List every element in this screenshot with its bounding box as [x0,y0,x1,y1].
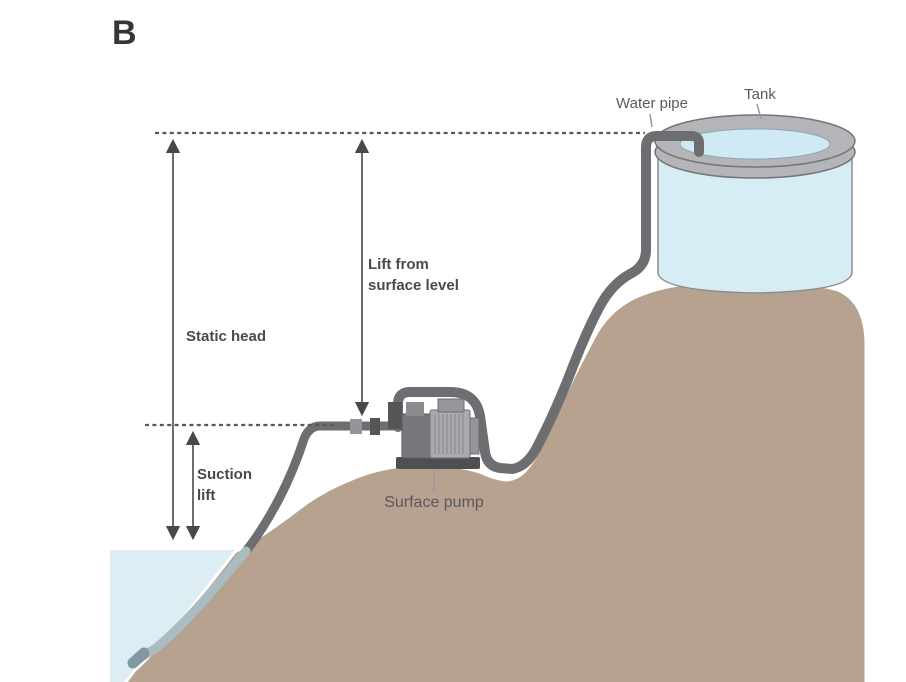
motor-end-cap [469,417,480,455]
pump-volute [401,413,431,459]
surface-pump-label: Surface pump [384,494,484,511]
motor-top-cap [437,398,465,413]
pump-motor [429,409,471,459]
pump-top-port [406,402,424,416]
suction-pipe [241,421,405,556]
pipe-coupler-dark [370,418,380,435]
suction-pipe-foot-valve [127,647,150,669]
tank-leader-line [756,103,762,120]
pump-inlet-housing [388,402,402,429]
water-pipe-leader-line [649,113,653,128]
suction-pipe-submerged [132,546,251,665]
tank-body [657,151,853,294]
pump-base [396,457,480,469]
tank-water-surface [679,128,831,160]
motor-fins [434,414,464,454]
delivery-pipe [393,131,704,474]
tank-label: Tank [744,86,776,103]
tank-group [654,114,856,294]
suction-lift-label: Suction lift [197,466,252,504]
lift-from-surface-level-label: Lift from surface level [368,256,459,294]
static-head-label: Static head [186,328,267,345]
pipe-coupler [350,419,362,434]
water-pipe-label: Water pipe [616,95,688,112]
pump-group [396,398,480,469]
panel-letter: B [112,14,137,52]
